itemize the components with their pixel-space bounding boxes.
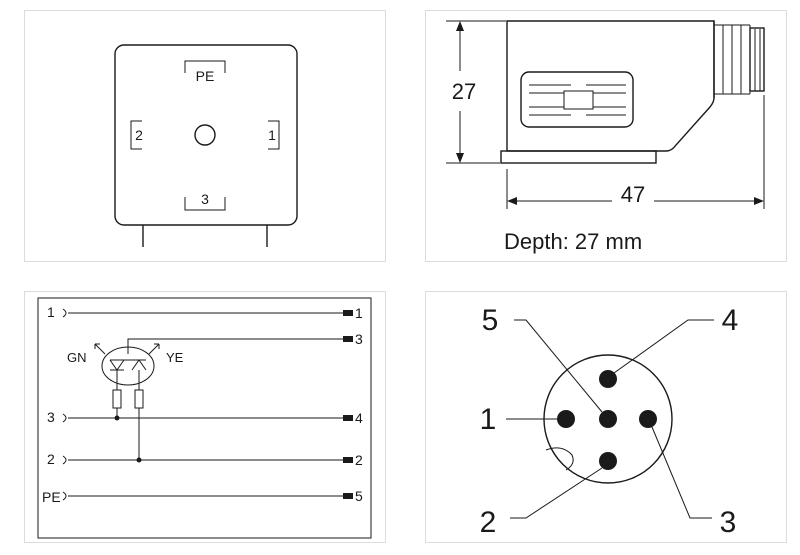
pin-2-label: 2 [480,506,497,539]
height-label: 27 [452,79,476,104]
led-assembly [94,343,160,463]
led-window [520,71,634,128]
wiring-frame [37,297,372,539]
pin-4-dot [599,370,617,388]
pin-layout-panel: 1 2 3 4 5 [425,291,787,543]
left-terminal-pe: PE [42,489,61,505]
pin-1-label: 1 [480,403,497,436]
front-view-panel: PE 2 1 3 [24,10,386,262]
center-contact [194,124,216,146]
pe-contact-label: PE [196,68,215,84]
pin-layout-drawing: 1 2 3 4 5 [480,304,739,539]
led-label-yellow: YE [166,350,184,365]
right-terminal-5: 5 [355,488,363,504]
left-terminal-1: 1 [47,304,55,320]
height-dimension [446,20,506,164]
right-terminal-2: 2 [355,452,363,468]
side-view-panel: 27 47 Depth: 27 mm [425,10,787,262]
socket-symbol-pe [62,491,67,501]
pin-5-label: 5 [482,304,499,337]
socket-symbol-1 [62,308,67,318]
cable-gland [713,21,765,98]
right-terminal-1: 1 [355,305,363,321]
pin-5-dot [599,410,617,428]
contact-3-label: 3 [201,191,209,207]
right-terminal-3: 3 [355,331,363,347]
wiring-diagram-drawing: 1 3 2 PE 1 3 4 2 5 [37,297,372,539]
connector-body-outline [506,20,715,152]
right-terminal-4: 4 [355,410,363,426]
pin-3-label: 3 [720,506,737,539]
base-plate [500,150,657,164]
leader-pin-5 [514,319,603,413]
front-view-drawing: PE 2 1 3 [114,44,298,247]
coding-key [545,447,574,471]
width-dimension [506,95,765,209]
left-terminal-2: 2 [47,451,55,467]
contact-2-bracket [130,120,142,150]
wiring-diagram-panel: 1 3 2 PE 1 3 4 2 5 [24,291,386,543]
width-label: 47 [621,182,645,207]
led-label-green: GN [67,350,87,365]
leader-pin-3 [651,426,712,519]
pe-contact-bracket [184,60,226,73]
pin-3-dot [639,410,657,428]
socket-symbol-3 [62,413,67,423]
contact-2-label: 2 [135,127,143,143]
connector-face-outline [114,44,298,226]
leader-pin-2 [510,467,603,519]
side-view-drawing: 27 47 Depth: 27 mm [446,20,765,254]
wire-led-common [127,338,343,354]
plug-ends [343,310,353,499]
pin-1-dot [557,410,575,428]
left-terminal-3: 3 [47,409,55,425]
socket-symbol-2 [62,455,67,465]
leader-pin-4 [613,319,714,374]
pin-2-dot [599,452,617,470]
contact-3-bracket [184,197,226,211]
depth-text: Depth: 27 mm [504,229,642,254]
pin-4-label: 4 [722,304,739,337]
contact-1-label: 1 [268,127,276,143]
contact-1-bracket [268,120,280,150]
